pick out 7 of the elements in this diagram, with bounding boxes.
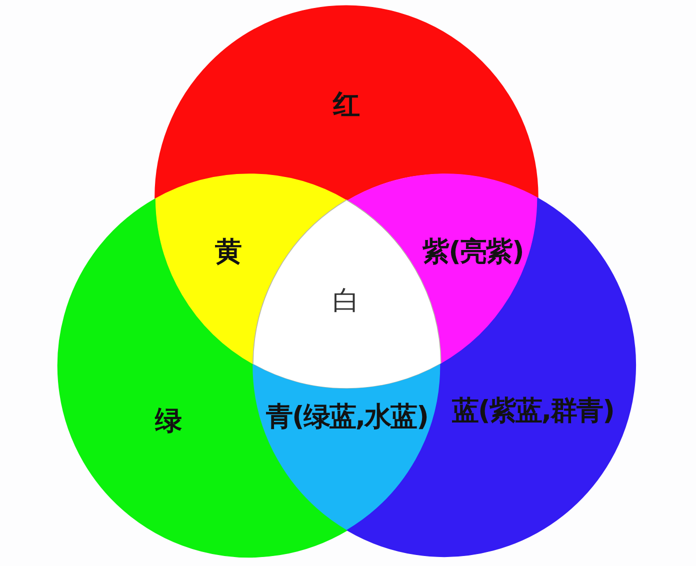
region-label: 红 <box>332 91 359 118</box>
region-label: 黄 <box>214 238 241 266</box>
region-label: 蓝(紫蓝,群青) <box>452 397 614 424</box>
region-label: 白 <box>332 287 360 314</box>
region-label: 紫(亮紫) <box>422 238 524 266</box>
region-label: 青(绿蓝,水蓝) <box>266 403 428 430</box>
region-label: 绿 <box>154 407 181 434</box>
